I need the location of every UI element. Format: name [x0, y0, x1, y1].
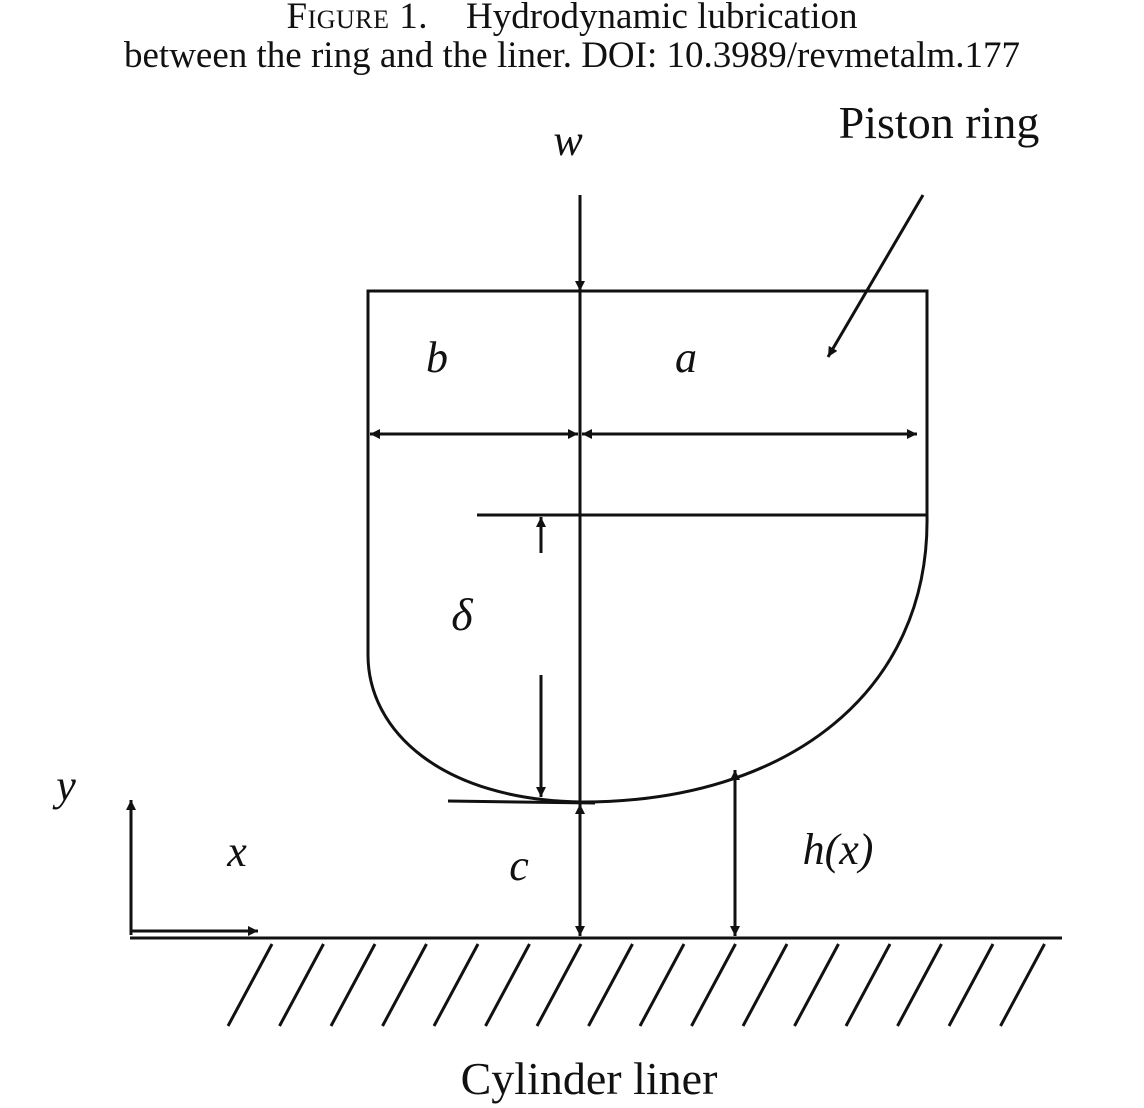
hatch-line [793, 943, 840, 1027]
label-axis-x: x [226, 827, 247, 876]
label-load-w: w [553, 116, 583, 165]
caption-line-1: Figure 1. Hydrodynamic lubrication [0, 0, 1144, 36]
label-piston-ring: Piston ring [839, 97, 1040, 148]
hatch-line [741, 943, 789, 1027]
hatch-line [844, 943, 892, 1027]
hatch-line [278, 943, 325, 1027]
hatch-line [638, 943, 686, 1027]
label-b: b [426, 333, 448, 382]
figure-caption: Figure 1. Hydrodynamic lubrication betwee… [0, 0, 1144, 90]
caption-title-part1: Hydrodynamic lubrication [466, 0, 858, 37]
label-a: a [675, 333, 697, 382]
hatch-line [329, 943, 377, 1027]
label-h-of-x: h(x) [803, 825, 874, 874]
hatch-line [587, 943, 634, 1027]
hatch-line [484, 943, 531, 1027]
hatch-line [535, 943, 583, 1027]
liner-hatching [226, 943, 1046, 1027]
hatch-line [432, 943, 480, 1027]
label-delta: δ [451, 589, 473, 640]
caption-title-part2: between the ring and the liner. DOI: 10.… [124, 35, 1020, 76]
hatch-line [999, 943, 1046, 1027]
hatch-line [226, 943, 274, 1027]
piston-ring-outline [366, 289, 929, 804]
piston-ring-pointer [826, 194, 925, 358]
tangent-line [447, 799, 596, 805]
caption-figure-label: Figure 1. [286, 0, 429, 37]
label-c: c [509, 841, 529, 890]
hatch-line [896, 943, 943, 1027]
hatch-line [690, 943, 737, 1027]
hatch-line [381, 943, 428, 1027]
label-cylinder-liner: Cylinder liner [461, 1053, 718, 1104]
label-axis-y: y [52, 761, 76, 810]
hatch-line [947, 943, 995, 1027]
